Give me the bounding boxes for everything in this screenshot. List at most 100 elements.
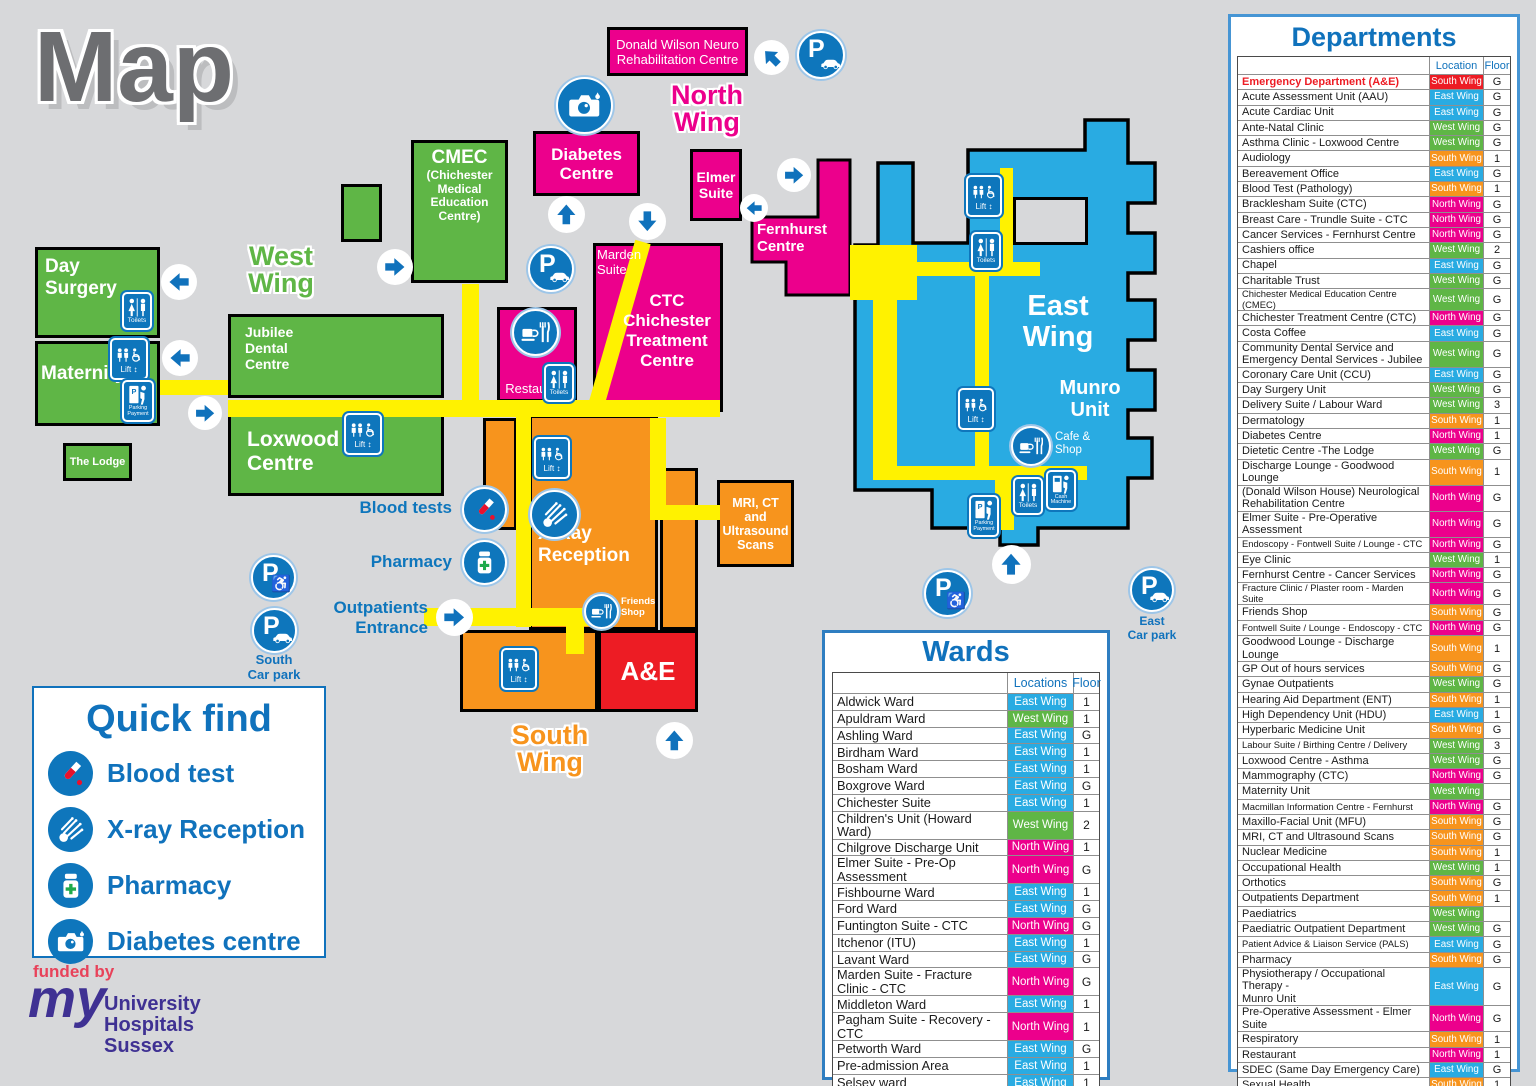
location-badge: West Wing [1429,243,1483,258]
floor-cell: G [1483,1063,1510,1078]
floor-cell: 1 [1483,692,1510,707]
org-name: University Hospitals Sussex [104,993,201,1057]
building-mri: MRI, CT and Ultrasound Scans [717,480,794,567]
corridor [995,480,1014,530]
floor-cell: 1 [1073,934,1099,951]
location-badge: North Wing [1007,856,1073,884]
lift-icon: Lift ↕ [501,648,537,690]
location-badge: East Wing [1007,744,1073,761]
location-badge: North Wing [1429,1006,1483,1032]
table-row: Patient Advice & Liaison Service (PALS)E… [1238,936,1510,952]
pharmacy-icon [48,863,93,908]
friends-shop-label: Friends Shop [621,596,656,618]
table-row: Physiotherapy / Occupational Therapy - M… [1238,966,1510,1006]
location-badge: West Wing [1429,906,1483,922]
floor-cell: 1 [1073,1013,1099,1041]
ae-label: A&E [620,655,676,686]
floor-cell: G [1483,289,1510,311]
floor-cell: G [1483,273,1510,289]
svg-text:P: P [977,502,982,511]
location-badge: North Wing [1429,620,1483,636]
location-badge: East Wing [1007,901,1073,917]
table-row: Community Dental Service and Emergency D… [1238,340,1510,367]
toilets-icon: Toilets [1013,477,1043,515]
floor-cell: G [1073,968,1099,996]
fernhurst-label: Fernhurst Centre [757,221,828,255]
lift-icon: Lift ↕ [966,175,1002,217]
corridor [1000,168,1013,264]
floor-cell: G [1483,444,1510,459]
pharmacy-label: Pharmacy [370,552,452,571]
floor-cell: 2 [1073,811,1099,839]
arrow-right-icon [377,249,413,285]
arrow-right-icon [436,599,473,636]
floor-cell: G [1483,769,1510,784]
building-cmec: CMEC (Chichester Medical Education Centr… [411,140,508,283]
floor-cell: G [1483,326,1510,341]
floor-cell: G [1073,856,1099,884]
arrow-down-icon [629,203,666,240]
departments-table: Location Floor Emergency Department (A&E… [1237,56,1511,1086]
table-row: Fontwell Suite / Lounge - Endoscopy - CT… [1238,619,1510,636]
floor-cell: G [1483,367,1510,383]
building-south-link [660,468,698,630]
location-badge: West Wing [1429,677,1483,692]
quick-find-item: Pharmacy [48,862,324,909]
location-badge: West Wing [1429,738,1483,753]
table-row: (Donald Wilson House) Neurological Rehab… [1238,484,1510,511]
location-badge: East Wing [1007,761,1073,777]
arrow-right-icon [777,158,811,192]
location-badge: East Wing [1429,367,1483,383]
outpatients-entrance-label: Outpatients Entrance [333,598,428,637]
parking-icon: P [1130,568,1174,612]
floor-cell: G [1483,605,1510,620]
xray-reception-icon [48,807,93,852]
corridor [516,415,531,627]
floor-cell: 1 [1483,636,1510,662]
corridor [650,505,720,520]
page-title: Map [34,11,234,123]
location-badge: East Wing [1007,884,1073,901]
cafe-shop-icon [1011,426,1051,466]
departments-title: Departments [1291,22,1457,52]
building-elmer-suite: Elmer Suite [690,149,742,221]
floor-cell: G [1483,922,1510,937]
diabetes-camera-icon [556,77,613,134]
elmer-suite-label: Elmer Suite [696,169,736,201]
pharmacy-icon [462,540,507,585]
location-badge: East Wing [1429,707,1483,723]
lift-icon: Lift ↕ [534,437,570,479]
mri-label: MRI, CT and Ultrasound Scans [722,495,789,552]
floor-cell: G [1483,197,1510,212]
corridor [650,418,666,520]
location-badge: South Wing [1429,830,1483,845]
donald-wilson-label: Donald Wilson Neuro Rehabilitation Centr… [616,36,739,67]
location-badge: West Wing [1429,289,1483,311]
floor-cell: G [1483,511,1510,537]
arrow-left-icon [162,340,198,376]
location-badge: West Wing [1007,811,1073,839]
location-badge: South Wing [1429,952,1483,967]
